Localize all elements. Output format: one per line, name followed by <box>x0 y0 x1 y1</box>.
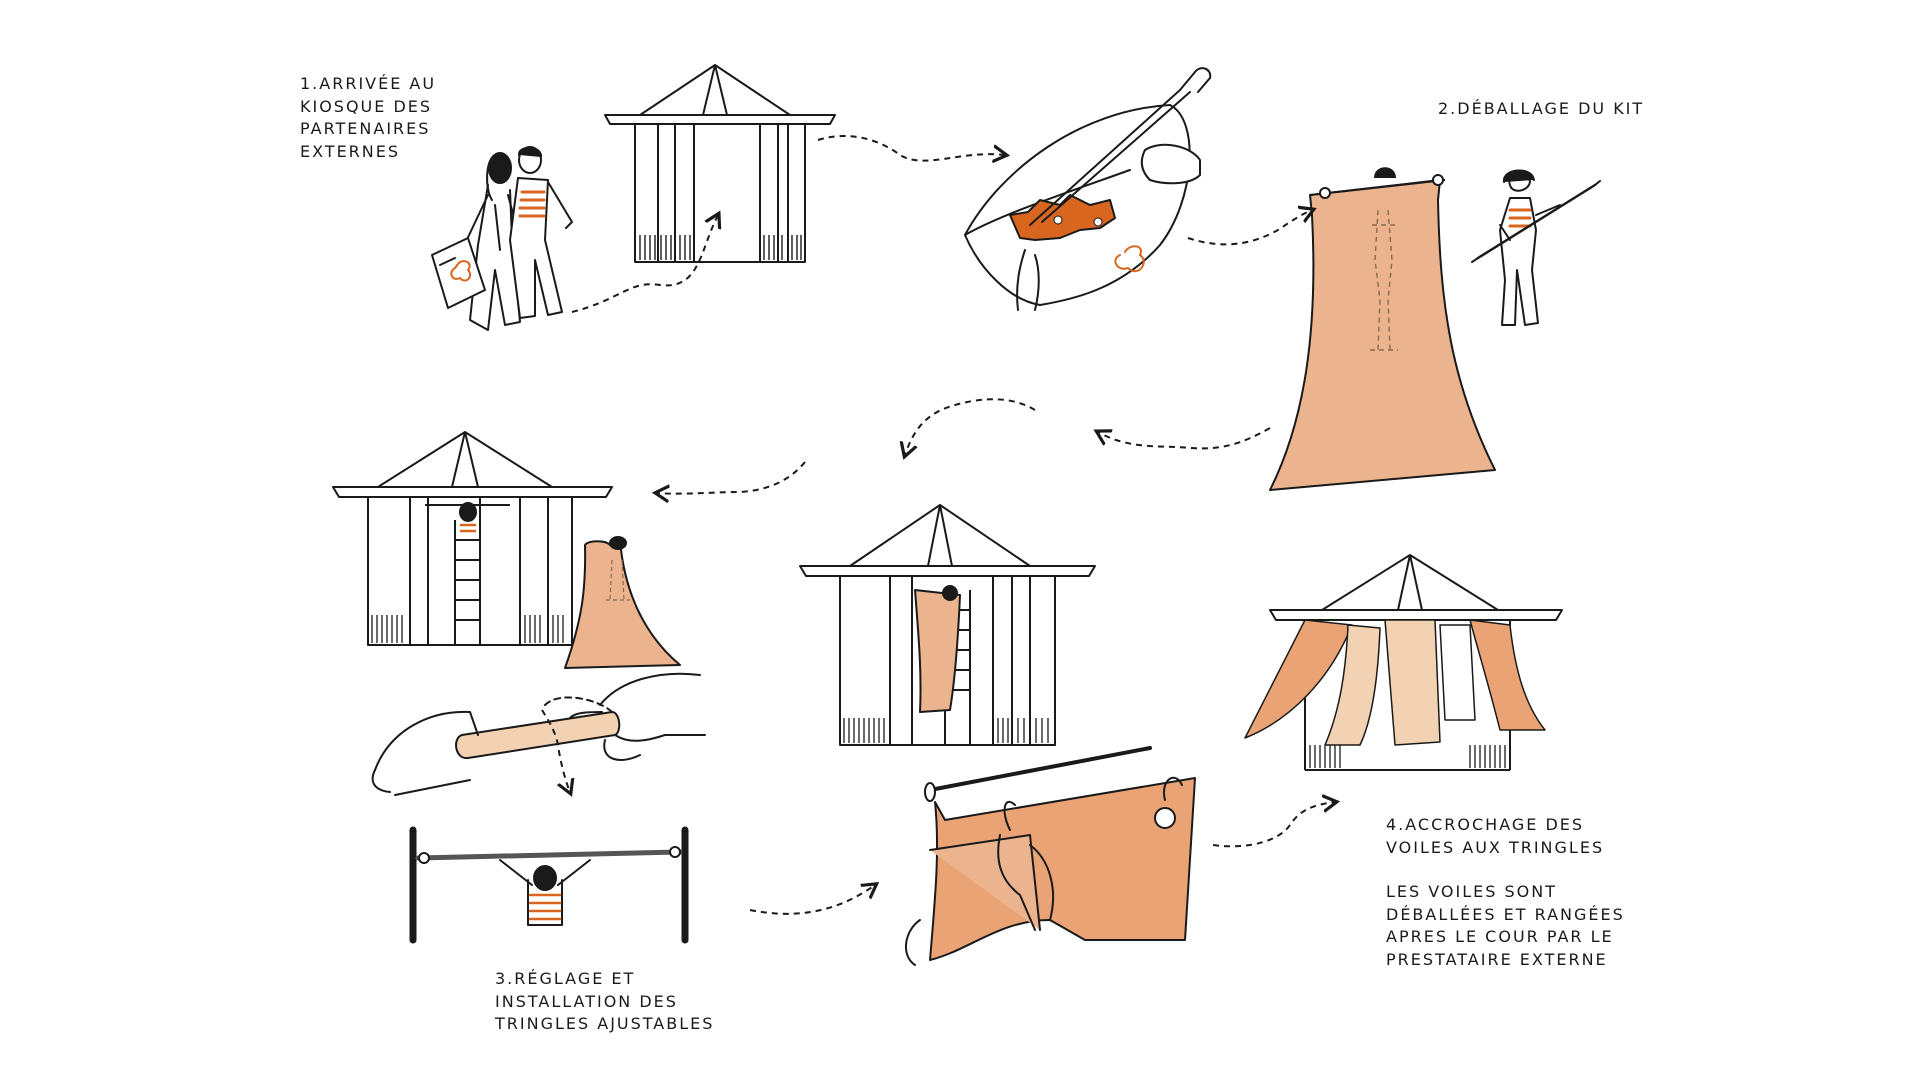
step4-line: VOILES AUX TRINGLES <box>1386 837 1605 857</box>
step3-line: TRINGLES AJUSTABLES <box>495 1014 715 1033</box>
dashed-arrow-icon <box>541 134 1335 915</box>
caption-gap <box>1386 859 1625 881</box>
bag-unpacking-icon <box>964 67 1212 311</box>
step3-caption: 3.RÉGLAGE ET INSTALLATION DES TRINGLES A… <box>495 968 714 1036</box>
step2-line: 2.DÉBALLAGE DU KIT <box>1438 99 1645 118</box>
person-with-rod-icon <box>1471 169 1601 326</box>
people-arriving-icon <box>431 146 573 331</box>
step2-caption: 2.DÉBALLAGE DU KIT <box>1438 98 1644 121</box>
rod-installed-icon <box>409 826 689 944</box>
step1-line: KIOSQUE DES <box>300 96 433 116</box>
step1-line: EXTERNES <box>300 141 401 161</box>
kiosk-icon <box>799 504 1096 746</box>
step4-line: 4.ACCROCHAGE DES <box>1386 815 1585 834</box>
step1-line: PARTENAIRES <box>300 119 431 138</box>
kiosk-icon <box>604 64 836 263</box>
step3-line: 3.RÉGLAGE ET <box>495 969 636 988</box>
step1-line: 1.ARRIVÉE AU <box>300 74 437 93</box>
step4-note-line: LES VOILES SONT <box>1386 882 1557 901</box>
kiosk-veils-hanging-icon <box>1244 554 1563 771</box>
hands-hooking-veil-icon <box>905 746 1196 966</box>
person-with-veil-icon <box>1269 167 1496 491</box>
step4-caption: 4.ACCROCHAGE DES VOILES AUX TRINGLES LES… <box>1386 814 1625 971</box>
hands-adjusting-rod-icon <box>371 672 706 796</box>
step4-note-line: APRES LE COUR PAR LE <box>1386 927 1614 946</box>
step1-caption: 1.ARRIVÉE AU KIOSQUE DES PARTENAIRES EXT… <box>300 73 436 163</box>
step3-line: INSTALLATION DES <box>495 991 678 1011</box>
kiosk-with-ladder-icon <box>332 431 681 669</box>
step4-note-line: PRESTATAIRE EXTERNE <box>1386 949 1608 969</box>
step4-note-line: DÉBALLÉES ET RANGÉES <box>1386 904 1625 924</box>
